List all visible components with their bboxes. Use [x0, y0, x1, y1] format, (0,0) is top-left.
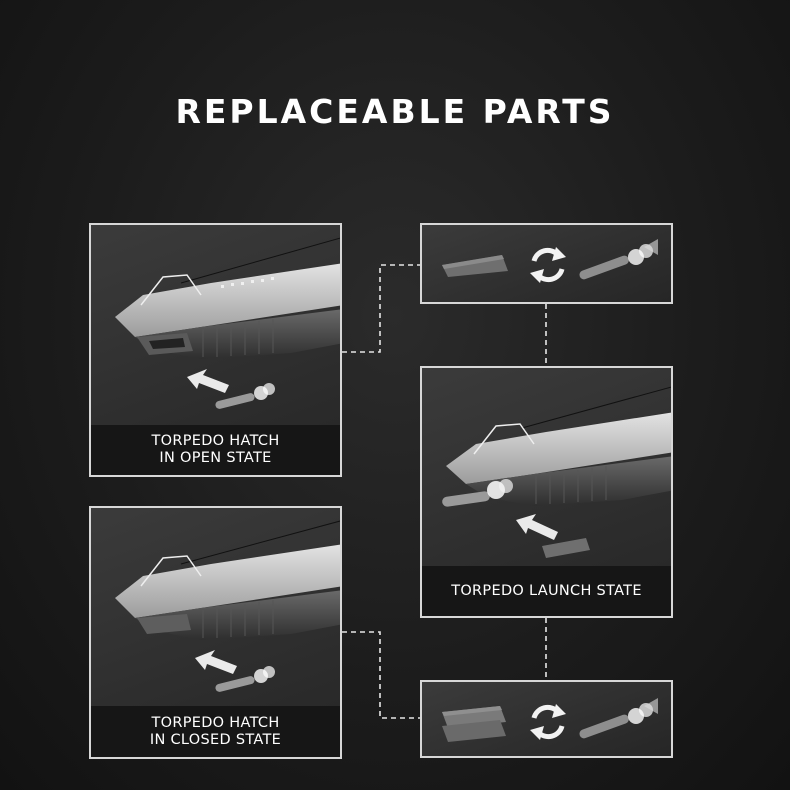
- caption-closed: TORPEDO HATCH IN CLOSED STATE: [91, 706, 340, 757]
- torpedo-illustration: [215, 383, 275, 409]
- direction-arrow-icon: [195, 650, 237, 674]
- part-swap-bottom-illustration: [442, 698, 658, 742]
- panel-part-swap-bottom: [420, 680, 673, 758]
- caption-open-line1: TORPEDO HATCH: [151, 433, 280, 449]
- panel-launch-state: TORPEDO LAUNCH STATE: [420, 366, 673, 618]
- connector-closed-to-part: [342, 631, 420, 719]
- swap-arrows-icon: [530, 247, 566, 283]
- submarine-open-illustration: [115, 237, 340, 409]
- connector-open-to-part: [342, 264, 420, 353]
- torpedo-illustration: [579, 239, 658, 280]
- submarine-closed-illustration: [115, 520, 340, 692]
- panel-hatch-open: TORPEDO HATCH IN OPEN STATE: [89, 223, 342, 477]
- panel-part-swap-top: [420, 223, 673, 304]
- submarine-launch-illustration: [442, 386, 671, 558]
- caption-open: TORPEDO HATCH IN OPEN STATE: [91, 425, 340, 475]
- part-swap-top-illustration: [442, 239, 658, 283]
- caption-open-line2: IN OPEN STATE: [159, 450, 272, 466]
- caption-launch-line1: TORPEDO LAUNCH STATE: [451, 582, 642, 599]
- direction-arrow-icon: [516, 514, 558, 540]
- torpedo-illustration: [215, 666, 275, 692]
- torpedo-illustration: [579, 698, 658, 739]
- swap-arrows-icon: [530, 704, 566, 740]
- caption-closed-line2: IN CLOSED STATE: [149, 731, 282, 748]
- direction-arrow-icon: [187, 369, 229, 393]
- page-title: REPLACEABLE PARTS: [175, 92, 615, 131]
- panel-hatch-closed: TORPEDO HATCH IN CLOSED STATE: [89, 506, 342, 759]
- caption-launch: TORPEDO LAUNCH STATE: [422, 566, 671, 616]
- caption-closed-line1: TORPEDO HATCH: [151, 714, 280, 731]
